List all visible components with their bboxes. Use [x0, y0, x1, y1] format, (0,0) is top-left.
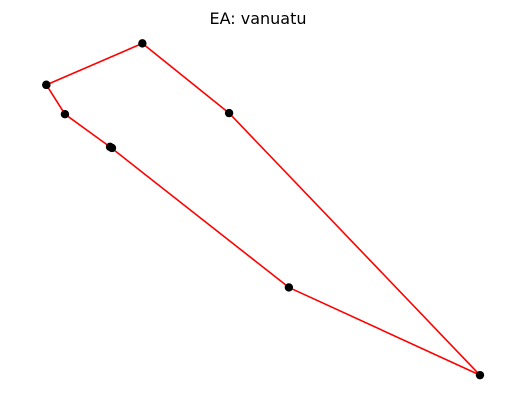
data-point: [107, 143, 117, 153]
chart-title: EA: vanuatu: [209, 9, 306, 28]
data-point: [42, 80, 51, 90]
data-point: [284, 283, 294, 292]
data-point: [138, 39, 147, 48]
series-line: [45, 42, 481, 376]
data-point: [224, 108, 234, 118]
data-point: [475, 370, 485, 380]
data-point: [60, 110, 70, 119]
plot-area: [42, 39, 485, 380]
